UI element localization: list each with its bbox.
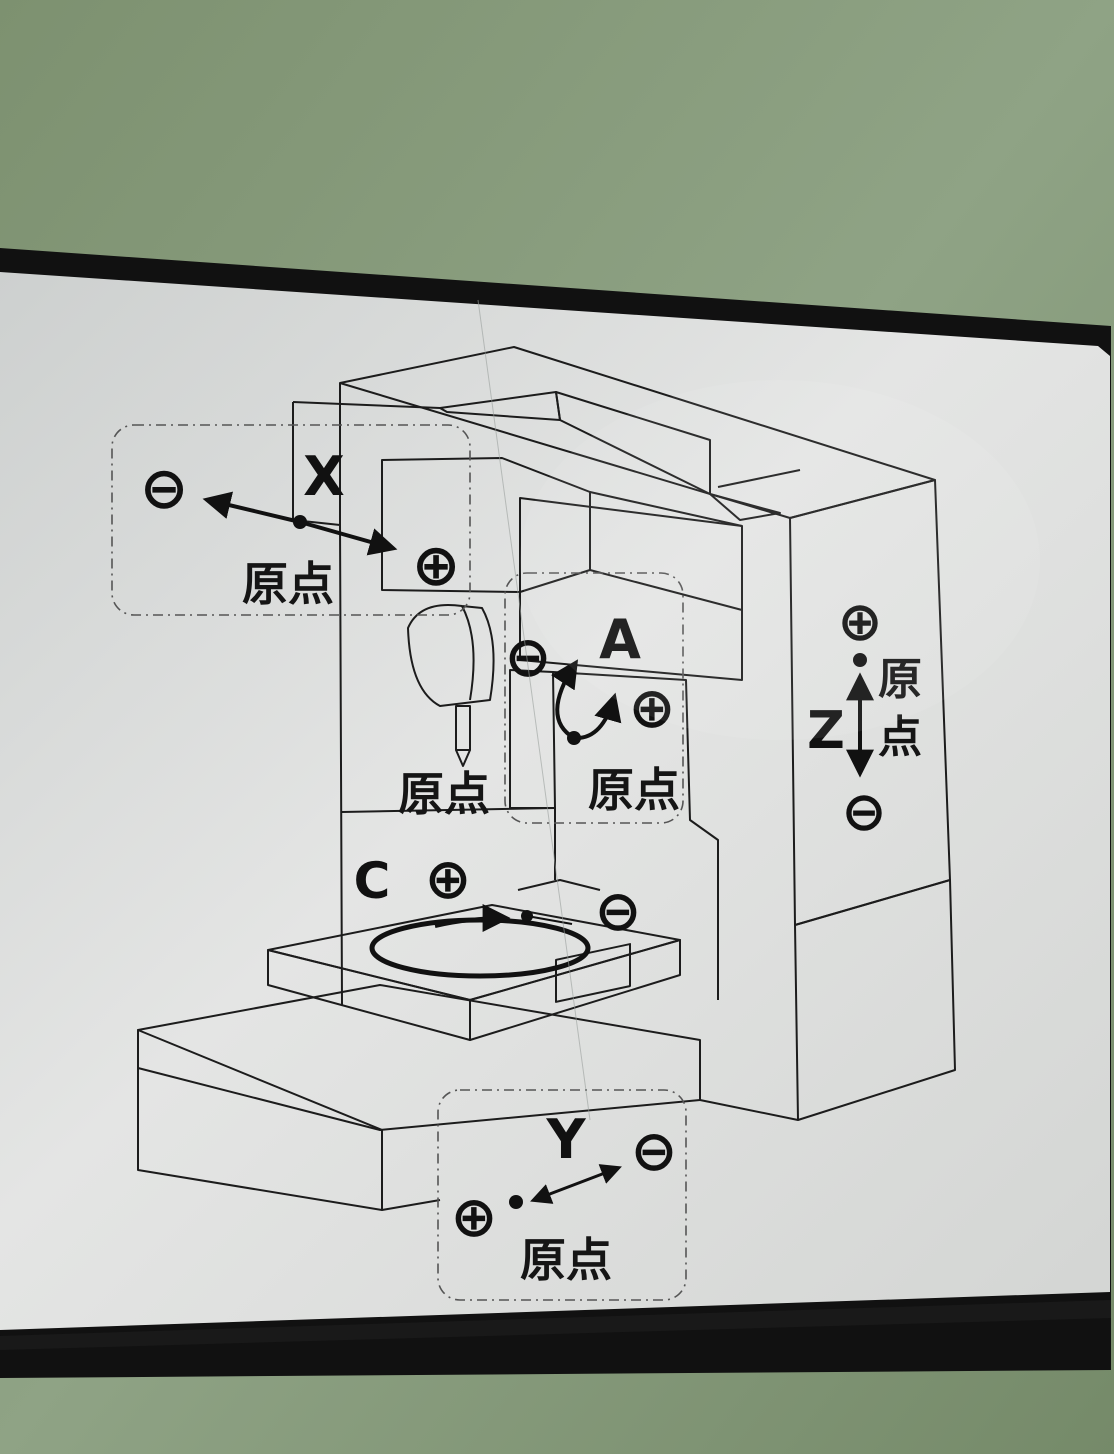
z-origin-label-bottom: 点 — [878, 712, 922, 763]
y-axis-callout: Y ⊖ ⊕ 原点 — [451, 1108, 678, 1287]
z-axis-label: Z — [807, 701, 845, 761]
c-axis-label: C — [354, 852, 391, 910]
z-origin-label-top: 原 — [878, 654, 922, 705]
y-double-arrow-icon — [530, 1164, 622, 1204]
y-origin-dot — [509, 1195, 523, 1209]
x-origin-dot — [293, 515, 307, 529]
a-plus-icon: ⊕ — [629, 676, 676, 741]
x-plus-icon: ⊕ — [412, 531, 461, 599]
right-column-base — [794, 879, 956, 1121]
x-arrow-left-icon — [202, 491, 301, 524]
c-rotation-arrow-icon — [434, 904, 511, 933]
x-minus-icon: ⊖ — [140, 454, 189, 522]
spindle-origin-label: 原点 — [398, 767, 490, 821]
y-axis-label: Y — [545, 1108, 586, 1171]
c-axis-callout: C ⊕ ⊖ — [354, 847, 642, 944]
z-axis-callout: ⊕ Z 原 点 ⊖ — [807, 590, 922, 843]
machine-drawing — [137, 346, 956, 1211]
y-minus-icon: ⊖ — [631, 1119, 678, 1184]
a-axis-callout: A ⊖ ⊕ 原点 — [505, 608, 680, 817]
x-origin-label: 原点 — [242, 557, 334, 611]
x-axis-label: X — [303, 445, 345, 508]
c-plus-icon: ⊕ — [425, 847, 472, 912]
x-axis-callout: X ⊖ ⊕ 原点 — [140, 445, 461, 611]
a-axis-label: A — [599, 608, 641, 671]
y-plus-icon: ⊕ — [451, 1185, 498, 1250]
z-plus-icon: ⊕ — [837, 590, 882, 653]
a-rotation-arrow-minus-icon — [551, 659, 579, 740]
x-arrow-right-icon — [299, 520, 398, 556]
c-minus-icon: ⊖ — [595, 879, 642, 944]
a-origin-dot — [567, 731, 581, 745]
a-minus-icon: ⊖ — [505, 625, 552, 690]
a-origin-label: 原点 — [588, 763, 680, 817]
y-origin-label: 原点 — [520, 1233, 612, 1287]
x-axis-frame — [111, 424, 471, 616]
z-origin-dot — [853, 653, 867, 667]
z-minus-icon: ⊖ — [841, 780, 886, 843]
callout-frames — [111, 424, 687, 1301]
a-axis-frame — [504, 572, 684, 824]
